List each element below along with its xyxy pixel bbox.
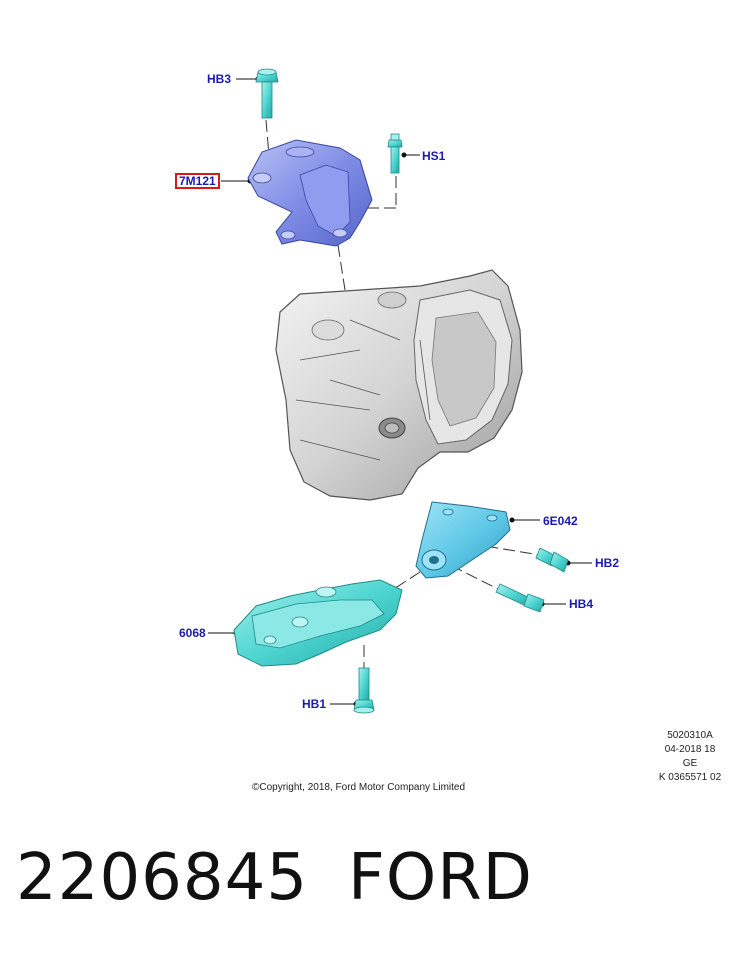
part-number: 2206845 — [16, 841, 309, 915]
brand-name: FORD — [348, 841, 533, 915]
engine-mount-7m121 — [247, 139, 373, 247]
bolt-hb1 — [353, 667, 375, 714]
callout-hs1: HS1 — [422, 149, 446, 163]
bolt-hb2 — [535, 547, 569, 573]
drawing-reference: K 0365571 02 — [658, 772, 722, 783]
callout-7m121: 7M121 — [175, 173, 220, 189]
bracket-6e042 — [415, 501, 511, 579]
bolt-hb4 — [495, 583, 545, 613]
callout-hb1: HB1 — [302, 697, 327, 711]
drawing-region: GE — [682, 758, 698, 769]
callout-6068: 6068 — [179, 626, 206, 640]
lower-mount-6068 — [233, 579, 403, 667]
drawing-metadata: 5020310A 04-2018 18 GE K 0365571 02 — [650, 729, 730, 785]
transmission-housing — [275, 269, 523, 501]
callout-hb4: HB4 — [569, 597, 594, 611]
callout-6e042: 6E042 — [543, 514, 578, 528]
callout-hb3: HB3 — [207, 72, 232, 86]
copyright-notice: ©Copyright, 2018, Ford Motor Company Lim… — [252, 782, 466, 793]
drawing-date: 04-2018 18 — [664, 744, 716, 755]
stud-hs1 — [387, 133, 403, 174]
drawing-number: 5020310A — [667, 730, 713, 741]
callout-hb2: HB2 — [595, 556, 620, 570]
bolt-hb3 — [255, 68, 279, 119]
